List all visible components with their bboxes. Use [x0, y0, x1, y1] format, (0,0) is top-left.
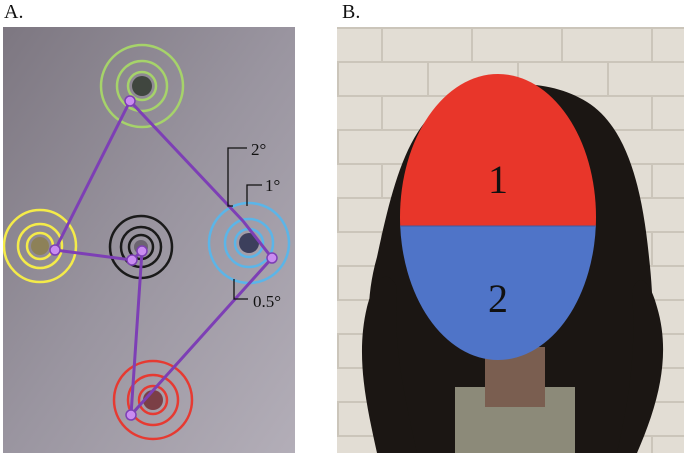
scale-label-outer: 2°: [251, 140, 266, 159]
target-left: [3, 208, 78, 284]
panel-a-label: A.: [4, 1, 24, 23]
target-top: [99, 43, 185, 129]
face-region-figure: 1 2: [337, 27, 684, 453]
target-right-dot: [239, 233, 259, 253]
fixation-point: [125, 409, 137, 421]
fixation-point: [136, 245, 148, 257]
fixation-point: [126, 254, 138, 266]
fixation-points: [49, 95, 278, 421]
scale-label-middle: 1°: [265, 176, 280, 195]
scale-bracket: [227, 147, 262, 300]
face-region-lower: [400, 226, 596, 360]
target-left-dot: [31, 237, 49, 255]
region-label-2: 2: [488, 276, 508, 321]
scale-label-inner: 0.5°: [253, 292, 281, 311]
fixation-point: [124, 95, 136, 107]
fixation-point: [266, 252, 278, 264]
region-label-1: 1: [488, 157, 508, 202]
panel-b-label: B.: [342, 1, 361, 23]
face-region-upper: [400, 74, 596, 226]
gaze-target-figure: 2° 1° 0.5°: [3, 27, 295, 453]
fixation-point: [49, 244, 61, 256]
target-top-dot: [132, 76, 152, 96]
fixation-path: [53, 99, 274, 417]
